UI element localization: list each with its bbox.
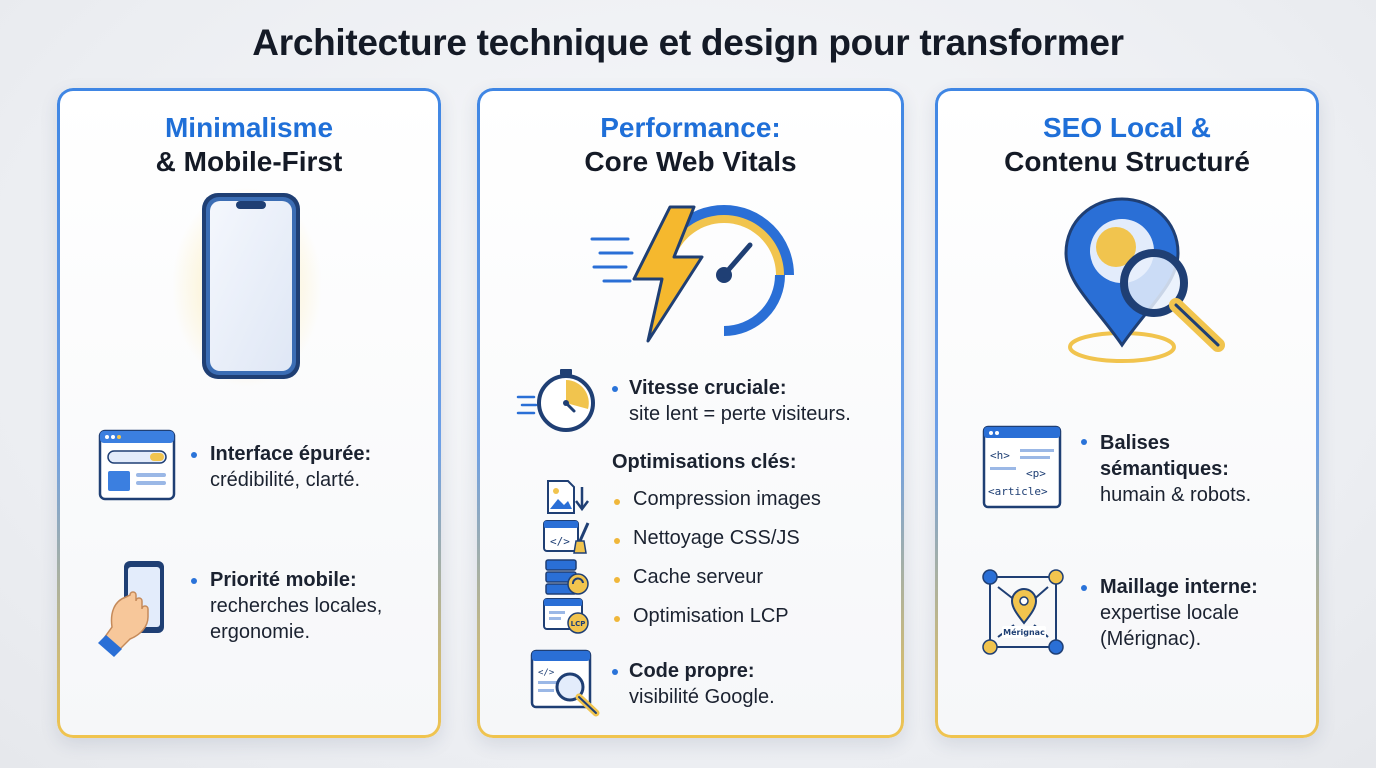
card-heading-line2: Contenu Structuré <box>1004 146 1250 177</box>
item-desc: (Mérignac). <box>1100 628 1202 650</box>
item-title: Maillage interne: <box>1100 576 1258 598</box>
optimisation-item: Cache serveur <box>633 566 764 588</box>
bullet <box>614 616 620 622</box>
item-desc: visibilité Google. <box>629 686 775 708</box>
lightning-speedometer-icon <box>590 205 794 343</box>
svg-text:</>: </> <box>538 668 555 678</box>
bullet <box>612 669 618 675</box>
bullet <box>614 499 620 505</box>
item-title: Interface épurée: <box>210 443 372 465</box>
optimisation-item: Nettoyage CSS/JS <box>633 527 800 549</box>
tag-p: <p> <box>1026 467 1046 480</box>
list-item: Code propre: visibilité Google. <box>629 658 775 710</box>
card-heading-line2: Core Web Vitals <box>584 146 797 177</box>
list-item: Priorité mobile: recherches locales, erg… <box>210 567 382 645</box>
bullet <box>1081 585 1087 591</box>
page-title: Architecture technique et design pour tr… <box>252 22 1124 63</box>
bullet <box>614 538 620 544</box>
item-title: Priorité mobile: <box>210 569 357 591</box>
bullet <box>1081 439 1087 445</box>
item-title: Code propre: <box>629 660 755 682</box>
item-desc: ergonomie. <box>210 621 311 643</box>
lcp-icon-text: LCP <box>571 620 586 628</box>
card-seo-local: SEO Local & Contenu Structuré <h> <p> <a… <box>935 88 1319 738</box>
item-desc: crédibilité, clarté. <box>210 469 361 491</box>
card-heading-line1: SEO Local & <box>1042 112 1212 143</box>
card-heading-line1: Minimalisme <box>164 112 334 143</box>
web-layout-icon <box>98 429 176 501</box>
semantic-tags-icon: <h> <p> <article> <box>982 425 1062 509</box>
code-clean-icon: </> <box>543 520 590 554</box>
svg-text:</>: </> <box>550 535 570 548</box>
bullet <box>612 386 618 392</box>
tag-article: <article> <box>988 485 1048 498</box>
list-item: Maillage interne: expertise locale (Méri… <box>1100 574 1258 652</box>
stopwatch-icon <box>516 369 595 432</box>
bullet <box>614 577 620 583</box>
card-heading: SEO Local & Contenu Structuré <box>938 111 1316 179</box>
item-desc: expertise locale <box>1100 602 1239 624</box>
server-cache-icon <box>545 559 589 595</box>
card-heading-line2: & Mobile-First <box>155 146 343 177</box>
card-performance: Performance: Core Web Vitals Vitesse cru… <box>477 88 904 738</box>
card-heading: Minimalisme & Mobile-First <box>60 111 438 179</box>
lcp-icon: LCP <box>543 598 589 634</box>
item-title: Vitesse cruciale: <box>629 377 787 399</box>
code-search-icon: </> <box>530 649 600 717</box>
item-title: Balises <box>1100 432 1171 454</box>
optimisation-item: Optimisation LCP <box>633 605 789 627</box>
optimisation-item: Compression images <box>633 488 821 510</box>
optimisations-title: Optimisations clés: <box>612 451 797 473</box>
hand-phone-icon <box>98 561 164 657</box>
image-compress-icon <box>547 480 589 514</box>
item-title: sémantiques: <box>1100 458 1229 480</box>
item-desc: site lent = perte visiteurs. <box>629 403 851 425</box>
map-pin-magnifier-icon <box>1064 197 1225 363</box>
list-item: Vitesse cruciale: site lent = perte visi… <box>629 375 851 427</box>
bullet <box>191 452 197 458</box>
item-desc: recherches locales, <box>210 595 383 617</box>
list-item: Balises sémantiques: humain & robots. <box>1100 430 1251 508</box>
tag-h: <h> <box>990 449 1010 462</box>
card-minimalisme: Minimalisme & Mobile-First <box>57 88 441 738</box>
card-heading: Performance: Core Web Vitals <box>480 111 901 179</box>
item-desc: humain & robots. <box>1100 484 1252 506</box>
card-heading-line1: Performance: <box>600 112 781 143</box>
bullet <box>191 578 197 584</box>
internal-links-icon-text: Mérignac <box>1003 627 1045 637</box>
internal-links-icon: Mérignac <box>982 569 1064 655</box>
smartphone-icon <box>172 187 322 387</box>
list-item: Interface épurée: crédibilité, clarté. <box>210 441 371 493</box>
